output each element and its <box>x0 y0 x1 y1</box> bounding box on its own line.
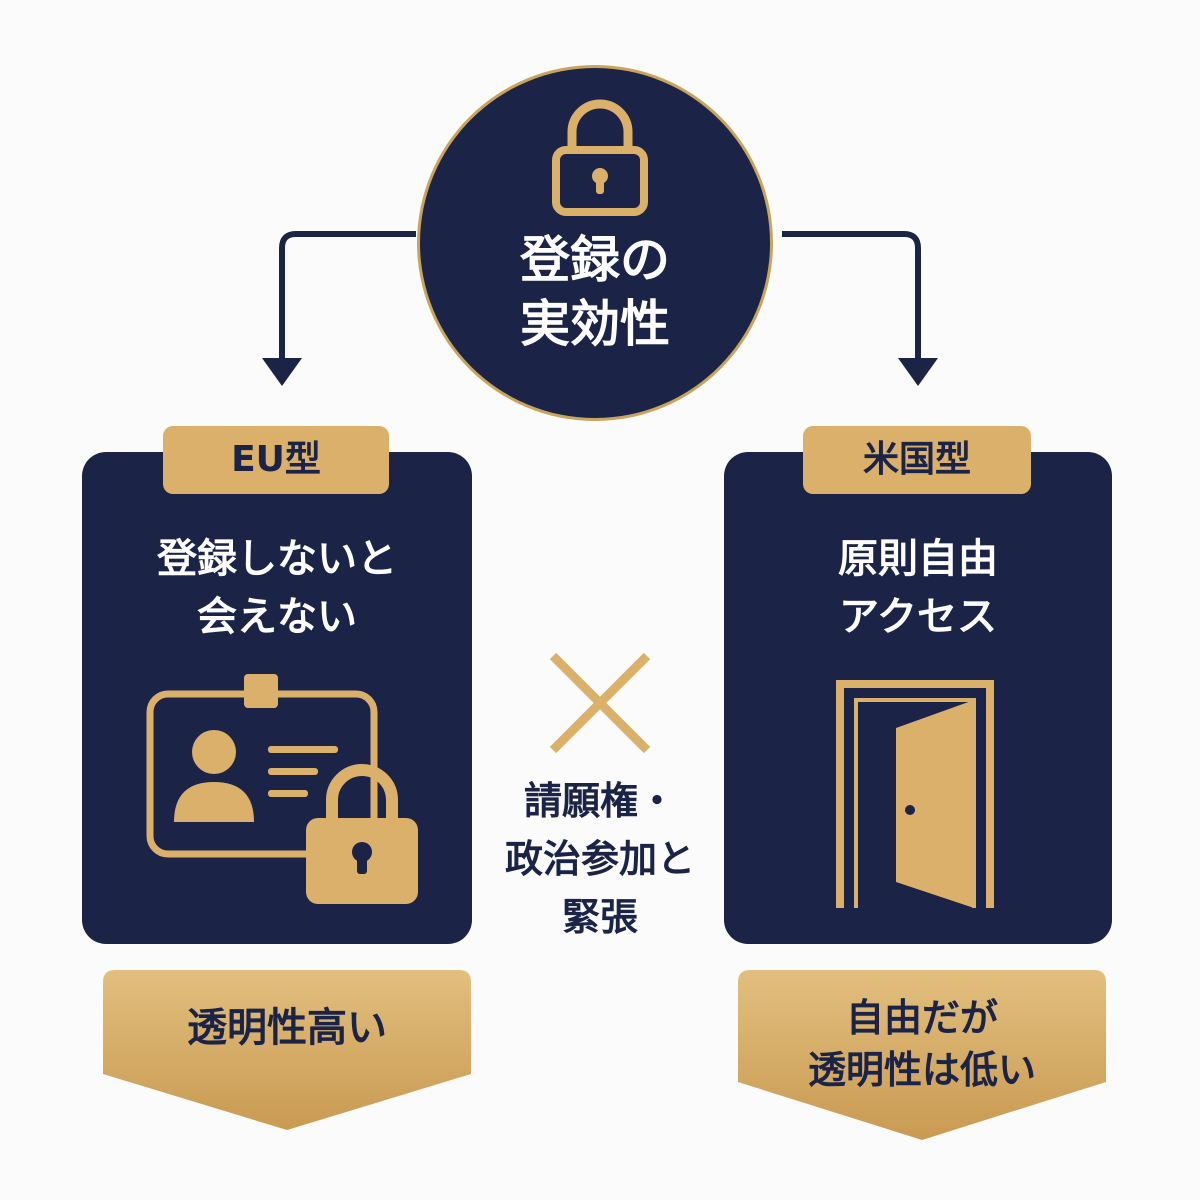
hub-title-line2: 実効性 <box>520 295 670 353</box>
eu-panel-text: 登録しないと 会えない <box>82 530 472 646</box>
hub-title: 登録の 実効性 <box>420 228 770 356</box>
eu-result: 透明性高い <box>187 1005 387 1051</box>
us-result-line2: 透明性は低い <box>807 1048 1036 1092</box>
us-panel-text: 原則自由 アクセス <box>724 530 1112 646</box>
center-line3: 緊張 <box>561 895 638 939</box>
center-line1: 請願権・ <box>523 779 676 823</box>
us-result: 自由だが 透明性は低い <box>742 992 1102 1096</box>
us-text-line2: アクセス <box>839 594 997 640</box>
eu-text-line2: 会えない <box>197 594 357 640</box>
us-result-chevron <box>738 970 1106 1140</box>
us-text-line1: 原則自由 <box>838 536 998 582</box>
eu-result-chevron <box>103 970 471 1130</box>
open-door-icon <box>836 680 994 908</box>
hub-circle <box>420 68 770 418</box>
us-result-line1: 自由だが <box>845 996 998 1040</box>
eu-tag: EU型 <box>163 426 389 494</box>
center-line2: 政治参加と <box>504 837 695 881</box>
cross-icon <box>549 652 651 754</box>
center-text: 請願権・ 政治参加と 緊張 <box>470 772 730 946</box>
eu-text-line1: 登録しないと <box>157 536 397 582</box>
lock-icon <box>552 99 648 216</box>
id-card-lock-icon <box>146 674 418 904</box>
hub-title-line1: 登録の <box>520 231 670 289</box>
us-tag: 米国型 <box>803 426 1031 494</box>
